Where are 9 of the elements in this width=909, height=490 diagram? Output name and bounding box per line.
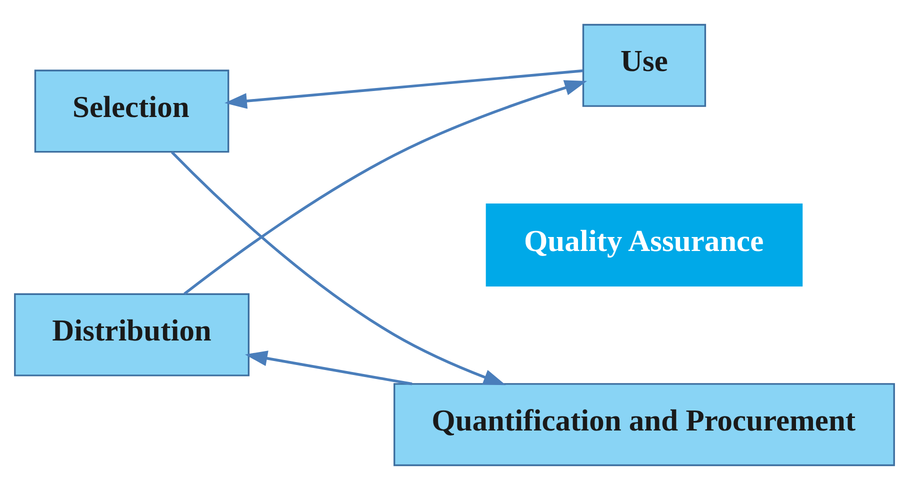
arrow — [224, 69, 583, 109]
arrow — [170, 151, 506, 386]
node-box: Selection — [34, 70, 230, 153]
node-box: Use — [582, 24, 706, 107]
node-box: Quantification and Procurement — [394, 383, 895, 466]
arrow — [244, 350, 412, 386]
node-box: Distribution — [14, 293, 250, 376]
node-box: Quality Assurance — [486, 204, 803, 286]
arrow — [184, 80, 588, 295]
